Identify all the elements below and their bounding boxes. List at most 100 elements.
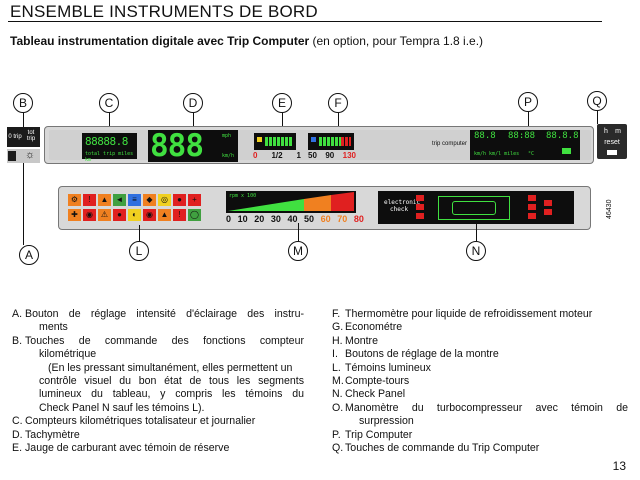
warning-light: ≡ [128,194,141,206]
coolant-gauge [308,133,354,150]
trip-temp-unit: °C [528,151,535,157]
callout-f: F [328,93,348,113]
fuel-bar [265,137,293,146]
leader-b [23,113,24,127]
dimmer-block: ☼ [7,149,40,163]
subtitle-bold: Tableau instrumentation digitale avec Tr… [10,34,310,48]
leader-n [476,224,477,241]
legend-item: lumineux du tableau, y compris les témoi… [39,388,304,401]
rpm-tick: 70 [337,214,348,224]
check-indicator [544,200,552,206]
trip-value-3: 88.8.8 [546,131,579,141]
flag-icon[interactable] [607,150,617,155]
callout-d: D [183,93,203,113]
subtitle-rest: (en option, pour Tempra 1.8 i.e.) [309,34,484,48]
legend-item: B.Touches de commande des fonctions comp… [12,334,304,347]
rpm-label: rpm x 100 [229,193,257,199]
legend-left: A.Bouton de réglage intensité d'éclairag… [12,308,304,455]
car-outline-icon [438,196,510,220]
callout-q: Q [587,91,607,111]
legend-item: Q.Touches de commande du Trip Computer [332,442,540,455]
warning-light: ⚠ [98,209,111,221]
warning-lights-grid: ⚙ ! ▲ ◄ ≡ ◆ ◎ ● + ✚ ◉ ⚠ ● ◐ ◉ ▲ ! ◯ [66,193,216,223]
callout-e: E [272,93,292,113]
warning-light: ◎ [158,194,171,206]
speedometer-digits: 888 [150,128,204,164]
rpm-tick: 30 [270,214,281,224]
leader-l [139,225,140,241]
legend-item: C.Compteurs kilométriques totalisateur e… [12,415,256,428]
check-panel: electronic check [378,191,574,224]
check-indicator [528,213,536,219]
fuel-tick: 1/2 [271,151,283,160]
button-0-trip[interactable]: 0 trip [8,134,22,140]
warning-light: ◄ [113,194,126,206]
leader-e [282,113,283,131]
car-cabin [452,201,496,215]
warning-light: ◆ [143,194,156,206]
trip-computer-buttons-q: h m reset [597,124,627,159]
legend-item: (En les pressant simultanément, elles pe… [48,361,293,374]
legend-right: F.Thermomètre pour liquide de refroidiss… [332,308,628,455]
warning-light: ! [83,194,96,206]
subtitle: Tableau instrumentation digitale avec Tr… [10,34,483,48]
leader-f [338,113,339,131]
legend-item: E.Jauge de carburant avec témoin de rése… [12,442,230,455]
warning-light: ◐ [128,209,141,221]
trip-value-2: 88:88 [508,131,536,141]
page-title: ENSEMBLE INSTRUMENTS DE BORD [10,2,318,21]
fuel-reserve-icon [257,137,262,142]
warning-light: ✚ [68,209,81,221]
coolant-bar-green [319,137,341,146]
coolant-ticks: 50 90 130 [308,151,356,160]
rpm-ticks: 0 10 20 30 40 50 60 70 80 [226,214,364,224]
legend-item: O.Manomètre du turbocompresseur avec tém… [332,401,628,414]
rpm-tick: 80 [353,214,364,224]
warning-light: ⚙ [68,194,81,206]
leader-d [193,113,194,131]
header-rule [8,21,602,22]
check-indicator [528,204,536,210]
leader-a [23,163,24,245]
warning-light: ▲ [158,209,171,221]
warning-light: + [188,194,201,206]
check-indicator [528,195,536,201]
legend-item: A.Bouton de réglage intensité d'éclairag… [12,308,304,320]
legend-item: N.Check Panel [332,388,406,401]
rpm-tick: 0 [226,214,232,224]
coolant-bar-red [341,137,351,146]
legend-item: F.Thermomètre pour liquide de refroidiss… [332,308,593,320]
check-indicator [544,209,552,215]
warning-light: ! [173,209,186,221]
legend-item: ments [39,321,68,334]
button-m[interactable]: m [615,128,621,135]
check-indicator [416,195,424,201]
trip-sublabel: km/h km/l miles [474,151,520,157]
fuel-ticks: 0 1/2 1 [253,151,301,160]
warning-light: ● [173,194,186,206]
callout-c: C [99,93,119,113]
rpm-bar [228,192,354,211]
legend-item: kilométrique [39,348,97,361]
dimmer-slot [8,151,16,161]
callout-a: A [19,245,39,265]
legend-item: P.Trip Computer [332,428,413,441]
callout-b: B [13,93,33,113]
speedometer-display: 888 mph km/h [148,128,238,164]
leader-c [109,113,110,133]
figure-code: 46430 [606,199,613,219]
leader-q [597,111,598,124]
odometer-digits: 88888.8 [85,135,128,148]
brightness-icon[interactable]: ☼ [25,149,36,161]
check-label-2: check [390,206,409,213]
trip-computer-display: 88.8 88:88 88.8.8 km/h km/l miles °C [470,130,580,160]
coolant-tick: 90 [325,151,335,160]
button-tot-trip[interactable]: tot trip [26,130,36,142]
button-h[interactable]: h [604,128,608,135]
odometer-label: total trip miles km [85,151,134,163]
check-label-1: electronic [384,199,421,206]
speedo-unit-kmh: km/h [222,153,235,159]
check-indicator [416,213,424,219]
legend-item: Check Panel N sauf les témoins L). [39,401,205,414]
button-reset[interactable]: reset [604,139,620,146]
